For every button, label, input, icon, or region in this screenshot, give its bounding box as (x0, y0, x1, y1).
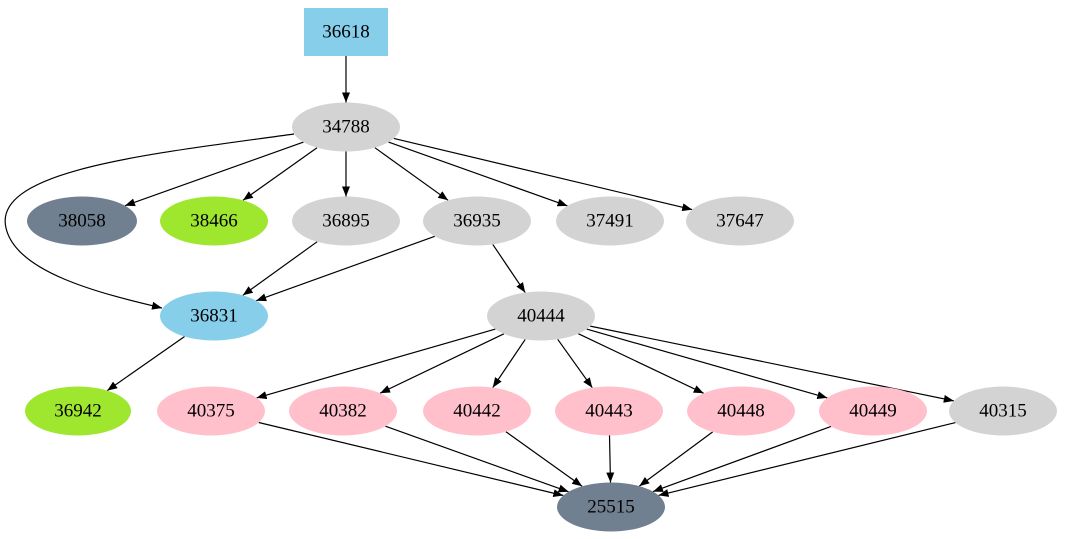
node-40449: 40449 (819, 386, 927, 436)
node-40443-shape (555, 386, 663, 436)
edge-34788-38466 (242, 147, 318, 201)
node-40375-shape (157, 386, 265, 436)
node-40448-label: 40448 (717, 400, 765, 421)
node-36942: 36942 (25, 386, 131, 436)
node-36935: 36935 (423, 196, 531, 246)
node-38466: 38466 (160, 196, 268, 246)
edge-36831-36942 (106, 336, 185, 392)
edge-40315-25515 (658, 422, 956, 497)
node-40382-label: 40382 (319, 400, 367, 421)
node-40382-shape (289, 386, 397, 436)
node-40375: 40375 (157, 386, 265, 436)
edge-34788-38058 (124, 141, 304, 207)
node-25515-shape (557, 482, 665, 532)
node-40442-label: 40442 (453, 400, 501, 421)
node-37647-shape (686, 196, 794, 246)
node-40449-shape (819, 386, 927, 436)
node-40448-shape (687, 386, 795, 436)
node-36935-label: 36935 (453, 210, 501, 231)
edge-40444-40442 (492, 339, 526, 388)
edge-40448-25515 (638, 431, 714, 487)
node-40449-label: 40449 (849, 400, 897, 421)
node-36618-shape (304, 8, 388, 56)
node-25515-label: 25515 (587, 496, 635, 517)
node-36831-label: 36831 (190, 305, 238, 326)
node-36831-shape (160, 291, 268, 341)
node-40442-shape (423, 386, 531, 436)
node-40315-label: 40315 (979, 400, 1027, 421)
edge-34788-37647 (393, 137, 693, 212)
node-37647: 37647 (686, 196, 794, 246)
edge-40444-40448 (578, 333, 704, 394)
edge-40375-25515 (258, 421, 564, 498)
node-36895-label: 36895 (322, 210, 370, 231)
edge-34788-36935 (374, 147, 449, 201)
node-40315: 40315 (949, 386, 1057, 436)
edge-40444-40382 (379, 333, 505, 394)
edge-36895-36831 (242, 241, 318, 296)
edge-40444-40443 (557, 338, 593, 389)
node-36935-shape (423, 196, 531, 246)
node-37491-label: 37491 (586, 210, 634, 231)
node-38058-label: 38058 (58, 210, 106, 231)
node-layer: 36618 34788 38058 38466 36895 36935 37491 37647… (25, 8, 1057, 532)
node-40444-label: 40444 (517, 305, 565, 326)
edge-layer (4, 56, 956, 498)
edge-34788-37491 (388, 141, 568, 207)
node-36895: 36895 (292, 196, 400, 246)
edge-36935-40444 (492, 244, 526, 293)
node-40444-shape (487, 291, 595, 341)
edge-40443-25515 (606, 435, 615, 483)
node-37491-shape (556, 196, 664, 246)
edge-40444-40375 (256, 328, 496, 399)
node-38058-shape (27, 196, 137, 246)
node-40442: 40442 (423, 386, 531, 436)
node-38466-label: 38466 (190, 210, 238, 231)
node-40444: 40444 (487, 291, 595, 341)
edge-40449-25515 (652, 425, 832, 493)
node-40448: 40448 (687, 386, 795, 436)
node-36618-label: 36618 (322, 21, 370, 42)
edge-36935-36831 (255, 235, 436, 302)
node-38058: 38058 (27, 196, 137, 246)
node-36618: 36618 (304, 8, 388, 56)
edge-40444-40449 (586, 328, 828, 399)
node-36942-shape (25, 386, 131, 436)
node-34788-shape (292, 102, 400, 152)
node-40375-label: 40375 (187, 400, 235, 421)
node-34788-label: 34788 (322, 116, 370, 137)
node-36942-label: 36942 (54, 400, 102, 421)
node-34788: 34788 (292, 102, 400, 152)
node-40443: 40443 (555, 386, 663, 436)
edge-40442-25515 (505, 431, 583, 487)
node-40382: 40382 (289, 386, 397, 436)
node-40315-shape (949, 386, 1057, 436)
edge-34788-36831 (4, 133, 295, 310)
node-38466-shape (160, 196, 268, 246)
node-36831: 36831 (160, 291, 268, 341)
edge-40382-25515 (385, 425, 569, 493)
node-25515: 25515 (557, 482, 665, 532)
node-37491: 37491 (556, 196, 664, 246)
node-37647-label: 37647 (716, 210, 764, 231)
node-40443-label: 40443 (585, 400, 633, 421)
node-36895-shape (292, 196, 400, 246)
